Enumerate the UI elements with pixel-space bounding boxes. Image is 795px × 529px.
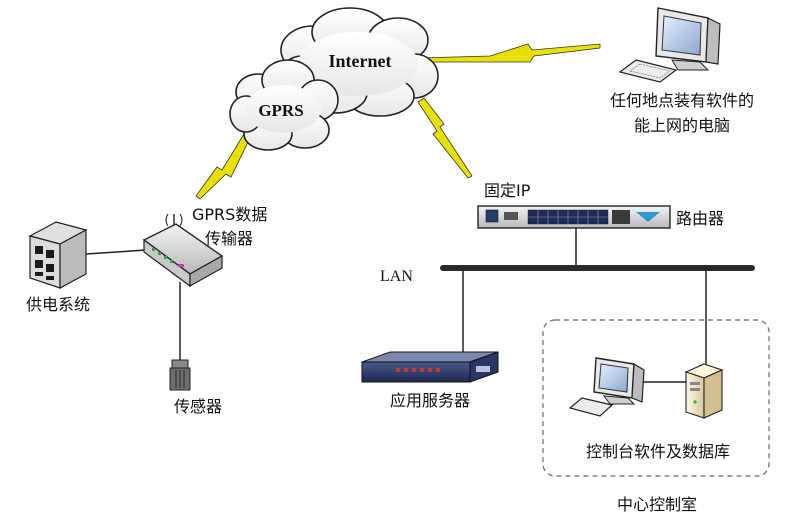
control-center-box (542, 319, 770, 477)
power-system-icon (28, 221, 88, 290)
power-system-label: 供电系统 (26, 295, 90, 314)
lan-bus (440, 265, 755, 271)
wireless-links (195, 43, 601, 200)
gprs-cloud-icon (229, 59, 339, 151)
console-computer-icon (568, 357, 645, 417)
router-label: 路由器 (676, 209, 724, 228)
lightning-internet-to-router-icon (417, 97, 473, 179)
gprs-label: GPRS (258, 101, 303, 120)
console-db-label: 控制台软件及数据库 (586, 442, 730, 461)
internet-label: Internet (329, 51, 392, 71)
control-center-label: 中心控制室 (617, 495, 697, 514)
remote-pc-label-line1: 任何地点装有软件的 (610, 91, 754, 110)
remote-pc-label-line2: 能上网的电脑 (634, 116, 730, 135)
sensor-icon (169, 359, 191, 391)
router-icon (477, 205, 671, 229)
gprs-transmitter-label-line2: 传输器 (205, 229, 253, 248)
gprs-transmitter-label-line1: GPRS数据 (192, 205, 267, 224)
connection-lines (85, 227, 707, 383)
remote-computer-icon (618, 7, 721, 83)
sensor-label: 传感器 (174, 397, 222, 416)
lan-label: LAN (380, 268, 413, 285)
lightning-internet-to-pc-icon (417, 43, 601, 63)
console-tower-icon (684, 363, 724, 419)
app-server-icon (361, 351, 499, 383)
lightning-gprs-to-device-icon (195, 133, 251, 200)
fixed-ip-label: 固定IP (484, 181, 531, 200)
link-power-to-gprs (85, 249, 147, 255)
app-server-label: 应用服务器 (390, 391, 470, 410)
gprs-transmitter-icon (142, 213, 224, 288)
